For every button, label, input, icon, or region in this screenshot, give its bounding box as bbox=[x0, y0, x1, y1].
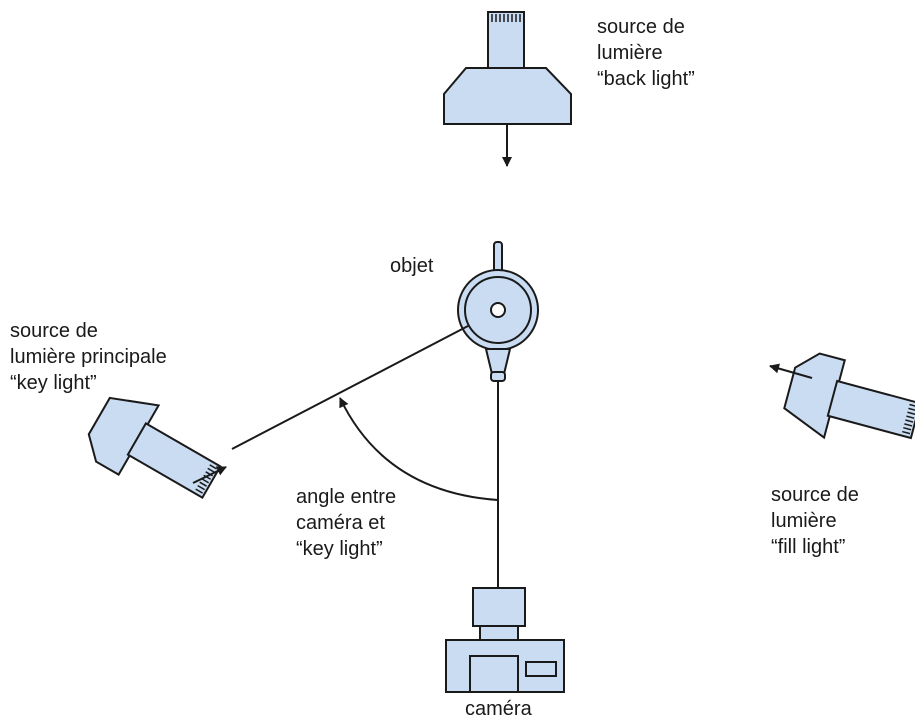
angle-label-line-3: “key light” bbox=[296, 538, 383, 560]
back-light-label-line-2: lumière bbox=[597, 42, 663, 64]
back-light-label-line-1: source de bbox=[597, 16, 685, 38]
camera-label-text: caméra bbox=[465, 698, 532, 720]
fill-light-label-line-1: source de bbox=[771, 484, 859, 506]
fill-light-beam-arrow bbox=[769, 363, 813, 379]
key-light-label-line-3: “key light” bbox=[10, 372, 97, 394]
key-light-beam-arrow bbox=[192, 466, 227, 484]
fill-light-label: source de lumière “fill light” bbox=[771, 482, 859, 560]
key-light-label-line-1: source de bbox=[10, 320, 98, 342]
angle-label-line-1: angle entre bbox=[296, 486, 397, 508]
fill-light-label-line-2: lumière bbox=[771, 510, 837, 532]
angle-label-line-2: caméra et bbox=[296, 512, 385, 534]
teapot-icon bbox=[457, 241, 539, 382]
key-light-axis-line bbox=[231, 325, 469, 450]
key-light-label: source de lumière principale “key light” bbox=[10, 318, 167, 396]
back-light-housing bbox=[443, 67, 572, 125]
camera-label: caméra bbox=[465, 696, 532, 722]
object-label: objet bbox=[390, 253, 433, 279]
camera-icon bbox=[445, 587, 565, 693]
angle-label: angle entre caméra et “key light” bbox=[296, 484, 396, 562]
back-light-label-line-3: “back light” bbox=[597, 68, 695, 90]
fill-light-label-line-3: “fill light” bbox=[771, 536, 846, 558]
spotlight-icon-key bbox=[87, 396, 222, 499]
key-light-label-line-2: lumière principale bbox=[10, 346, 167, 368]
spotlight-icon-fill bbox=[783, 352, 915, 440]
back-light-icon bbox=[443, 11, 572, 125]
angle-arc bbox=[339, 397, 499, 501]
back-light-label: source de lumière “back light” bbox=[597, 14, 695, 92]
object-label-text: objet bbox=[390, 255, 434, 277]
back-light-handle bbox=[487, 11, 525, 75]
